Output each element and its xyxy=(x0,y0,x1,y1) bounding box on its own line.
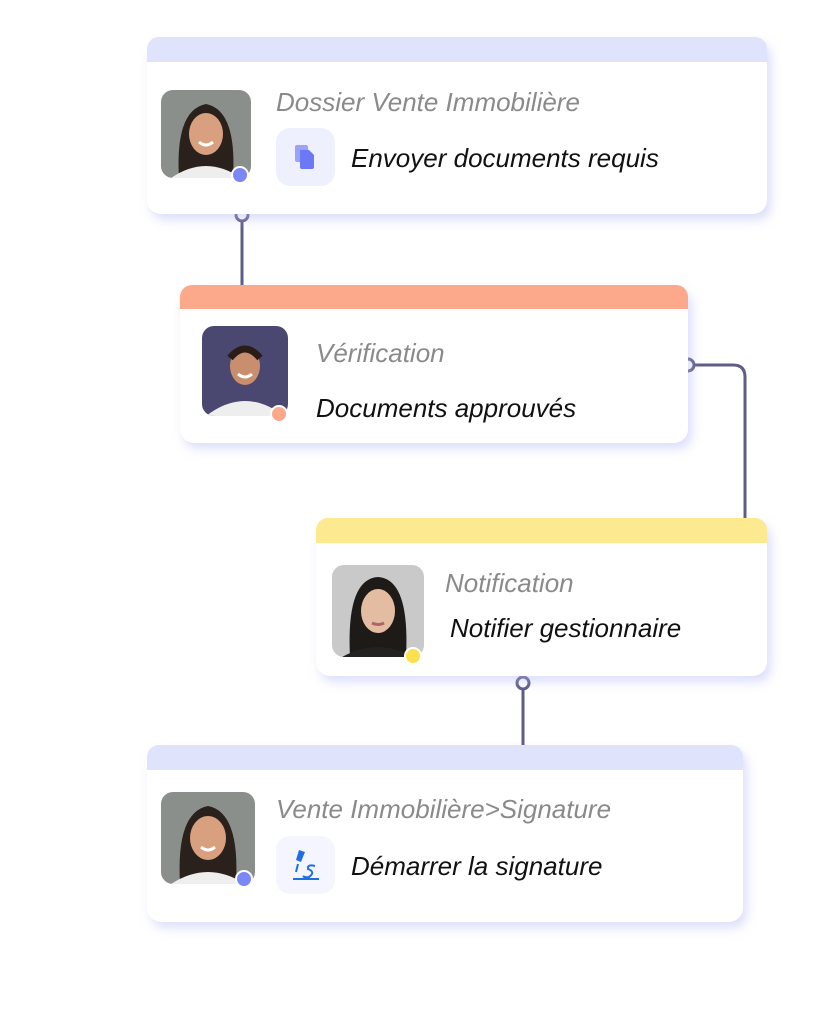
status-dot xyxy=(270,405,288,423)
step-action: Documents approuvés xyxy=(316,393,577,423)
avatar xyxy=(332,565,424,657)
step-action: Démarrer la signature xyxy=(351,851,603,881)
workflow-step-card[interactable]: Vente Immobilière>Signature Démarrer la … xyxy=(147,745,743,922)
card-header-band xyxy=(316,518,767,543)
connector-line xyxy=(694,363,747,518)
status-dot xyxy=(235,870,253,888)
step-title: Dossier Vente Immobilière xyxy=(276,87,580,117)
card-header-band xyxy=(147,745,743,770)
avatar xyxy=(161,792,255,884)
workflow-step-card[interactable]: Vérification Documents approuvés xyxy=(180,285,688,443)
step-title: Notification xyxy=(445,568,574,598)
step-title: Vérification xyxy=(316,338,445,368)
status-dot xyxy=(404,647,422,665)
avatar xyxy=(161,90,251,178)
step-title: Vente Immobilière>Signature xyxy=(276,794,612,824)
document-copy-icon xyxy=(276,128,335,186)
card-header-band xyxy=(147,37,767,62)
status-dot xyxy=(231,166,249,184)
avatar xyxy=(202,326,288,416)
step-action: Notifier gestionnaire xyxy=(450,613,682,643)
workflow-step-card[interactable]: Notification Notifier gestionnaire xyxy=(316,518,767,676)
workflow-step-card[interactable]: Dossier Vente Immobilière Envoyer docume… xyxy=(147,37,767,214)
connector-node xyxy=(515,675,531,691)
card-header-band xyxy=(180,285,688,309)
signature-pen-icon xyxy=(276,836,335,894)
step-action: Envoyer documents requis xyxy=(351,143,659,173)
